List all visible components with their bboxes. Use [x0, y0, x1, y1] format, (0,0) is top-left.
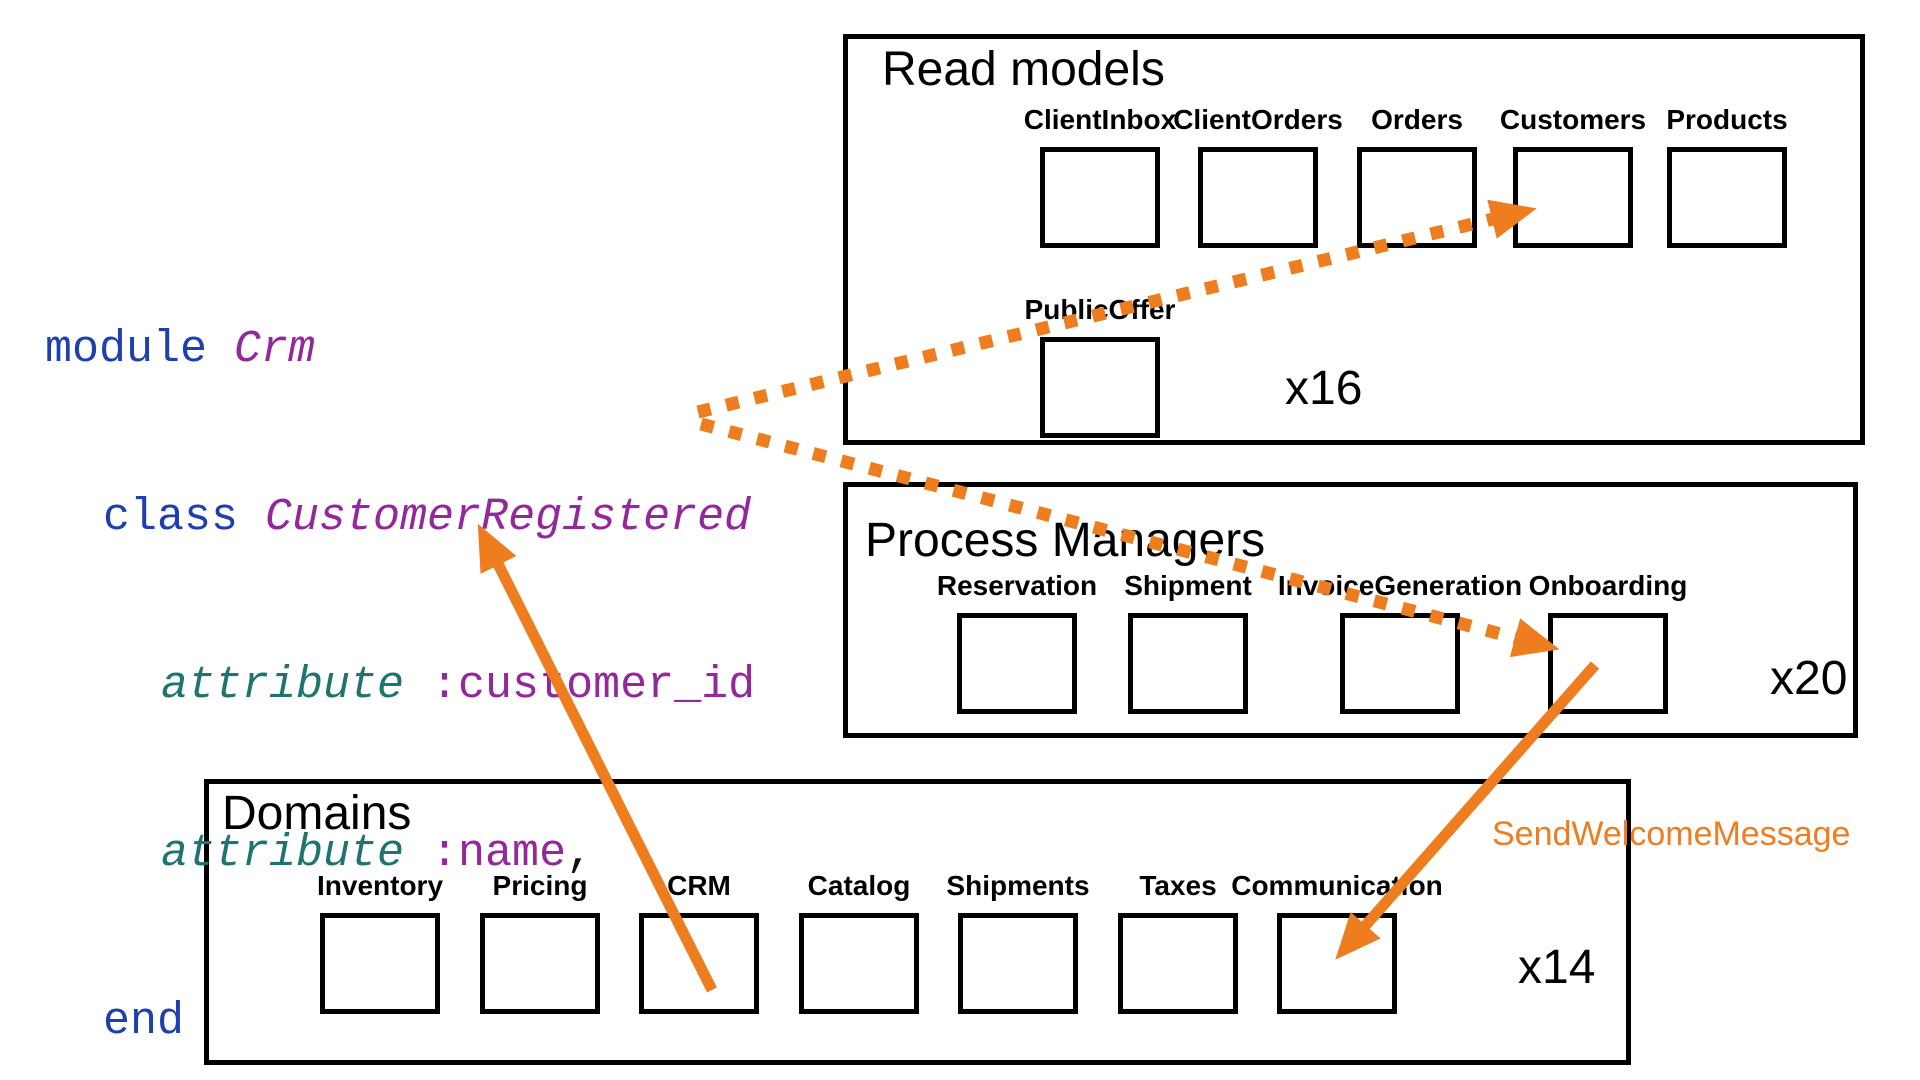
code-line: class CustomerRegistered [45, 490, 755, 546]
code-symbol: :customer_id [431, 660, 756, 711]
process-manager-box [1548, 613, 1668, 714]
process-manager-label: InvoiceGeneration [1277, 570, 1523, 601]
read-model-box [1040, 337, 1160, 438]
read-model-box [1513, 147, 1633, 248]
process-managers-title: Process Managers [865, 514, 1266, 567]
process-manager-label: Shipment [1124, 570, 1252, 601]
domain-label: Inventory [316, 870, 444, 901]
process-manager-label: Onboarding [1528, 570, 1688, 601]
code-keyword: module [45, 324, 235, 375]
process-manager-box [1340, 613, 1460, 714]
read-model-label: Products [1666, 104, 1788, 135]
read-model-box [1357, 147, 1477, 248]
domains-count: x14 [1518, 941, 1596, 994]
code-line: attribute :customer_id [45, 658, 755, 714]
domain-box [320, 913, 440, 1014]
code-snippet: module Crm class CustomerRegistered attr… [45, 210, 755, 1080]
read-model-label: PublicOffer [1024, 294, 1176, 325]
code-keyword: class [103, 492, 266, 543]
read-model-box [1040, 147, 1160, 248]
code-symbol: :name [431, 828, 567, 879]
read-models-count: x16 [1285, 362, 1363, 415]
read-model-box [1667, 147, 1787, 248]
code-method: attribute [161, 660, 432, 711]
read-model-label: Orders [1371, 104, 1463, 135]
code-method: attribute [161, 828, 432, 879]
domain-label: Communication [1231, 870, 1443, 901]
code-line: module Crm [45, 322, 755, 378]
read-model-label: ClientInbox [1023, 104, 1177, 135]
domain-box [1277, 913, 1397, 1014]
domain-box [958, 913, 1078, 1014]
code-module-name: Crm [234, 324, 316, 375]
code-line: attribute :name, [45, 826, 755, 882]
domain-label: Shipments [946, 870, 1090, 901]
process-manager-label: Reservation [936, 570, 1098, 601]
read-models-panel: Read models ClientInbox ClientOrders Ord… [843, 34, 1865, 445]
domain-label: Catalog [807, 870, 911, 901]
read-model-label: Customers [1499, 104, 1647, 135]
process-managers-panel: Process Managers Reservation Shipment In… [843, 482, 1858, 738]
process-manager-box [1128, 613, 1248, 714]
read-models-title: Read models [882, 43, 1165, 96]
domains-title: Domains [222, 787, 412, 840]
domain-box [799, 913, 919, 1014]
process-manager-box [957, 613, 1077, 714]
read-model-box [1198, 147, 1318, 248]
process-managers-count: x20 [1770, 652, 1848, 705]
domain-box [1118, 913, 1238, 1014]
code-keyword: end [103, 996, 185, 1047]
read-model-label: ClientOrders [1173, 104, 1343, 135]
code-class-name: CustomerRegistered [265, 492, 752, 543]
code-comma: , [566, 828, 594, 879]
domain-label: Taxes [1139, 870, 1217, 901]
code-line: end [45, 994, 755, 1050]
send-welcome-message-label: SendWelcomeMessage [1492, 815, 1851, 853]
